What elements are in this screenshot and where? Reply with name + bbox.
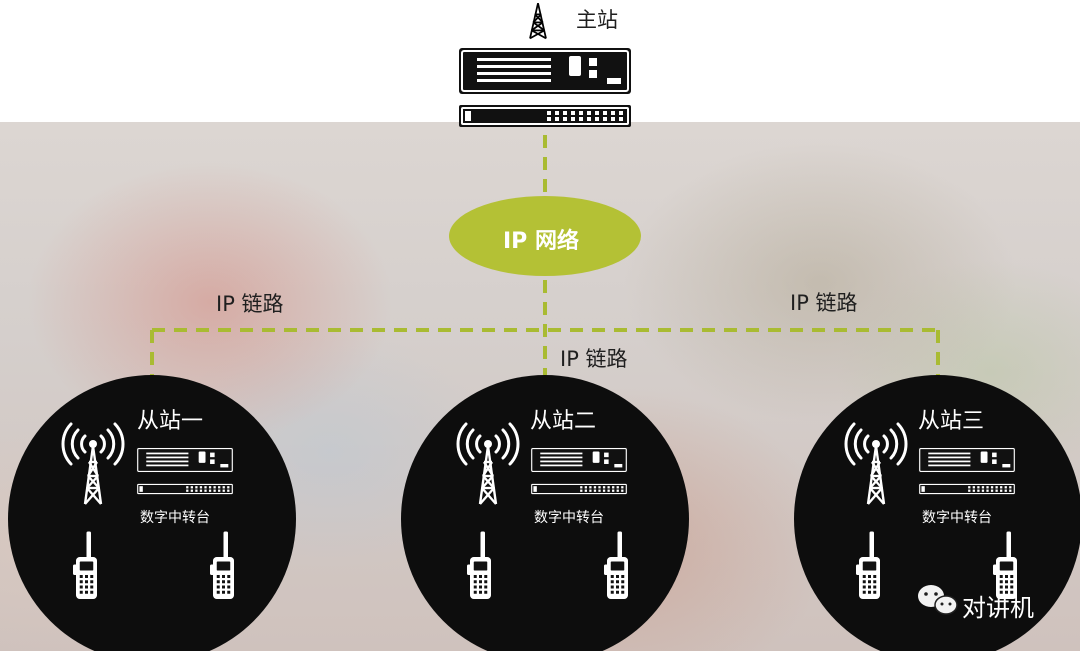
sub-station-1 (8, 375, 296, 651)
repeater-unit-icon (136, 446, 234, 474)
ip-link-label-right: IP 链路 (790, 291, 858, 315)
master-station-label: 主站 (576, 8, 618, 32)
watermark-label: 对讲机 (962, 594, 1034, 622)
sub-station-3-label: 从站三 (918, 409, 985, 434)
master-repeater-unit (459, 48, 631, 94)
sub-station-2-label: 从站二 (530, 409, 597, 434)
repeater-base-icon (918, 482, 1016, 496)
ip-network-label: IP 网络 (503, 229, 579, 254)
ip-link-lines (150, 135, 940, 378)
sub-station-2 (401, 375, 689, 651)
ip-link-label-center: IP 链路 (560, 347, 628, 371)
sub-station-1-repeater-label: 数字中转台 (140, 510, 210, 526)
radio-tower-icon (528, 2, 548, 40)
sub-station-1-label: 从站一 (137, 409, 204, 434)
repeater-unit-icon (530, 446, 628, 474)
repeater-unit-icon (918, 446, 1016, 474)
repeater-base-icon (530, 482, 628, 496)
sub-station-3-repeater-label: 数字中转台 (922, 510, 992, 526)
wechat-icon (918, 585, 958, 615)
master-repeater-base (459, 105, 631, 127)
ip-network-ellipse (449, 196, 641, 276)
sub-station-2-repeater-label: 数字中转台 (534, 510, 604, 526)
ip-link-label-left: IP 链路 (216, 292, 284, 316)
sub-station-3 (794, 375, 1080, 651)
repeater-base-icon (136, 482, 234, 496)
